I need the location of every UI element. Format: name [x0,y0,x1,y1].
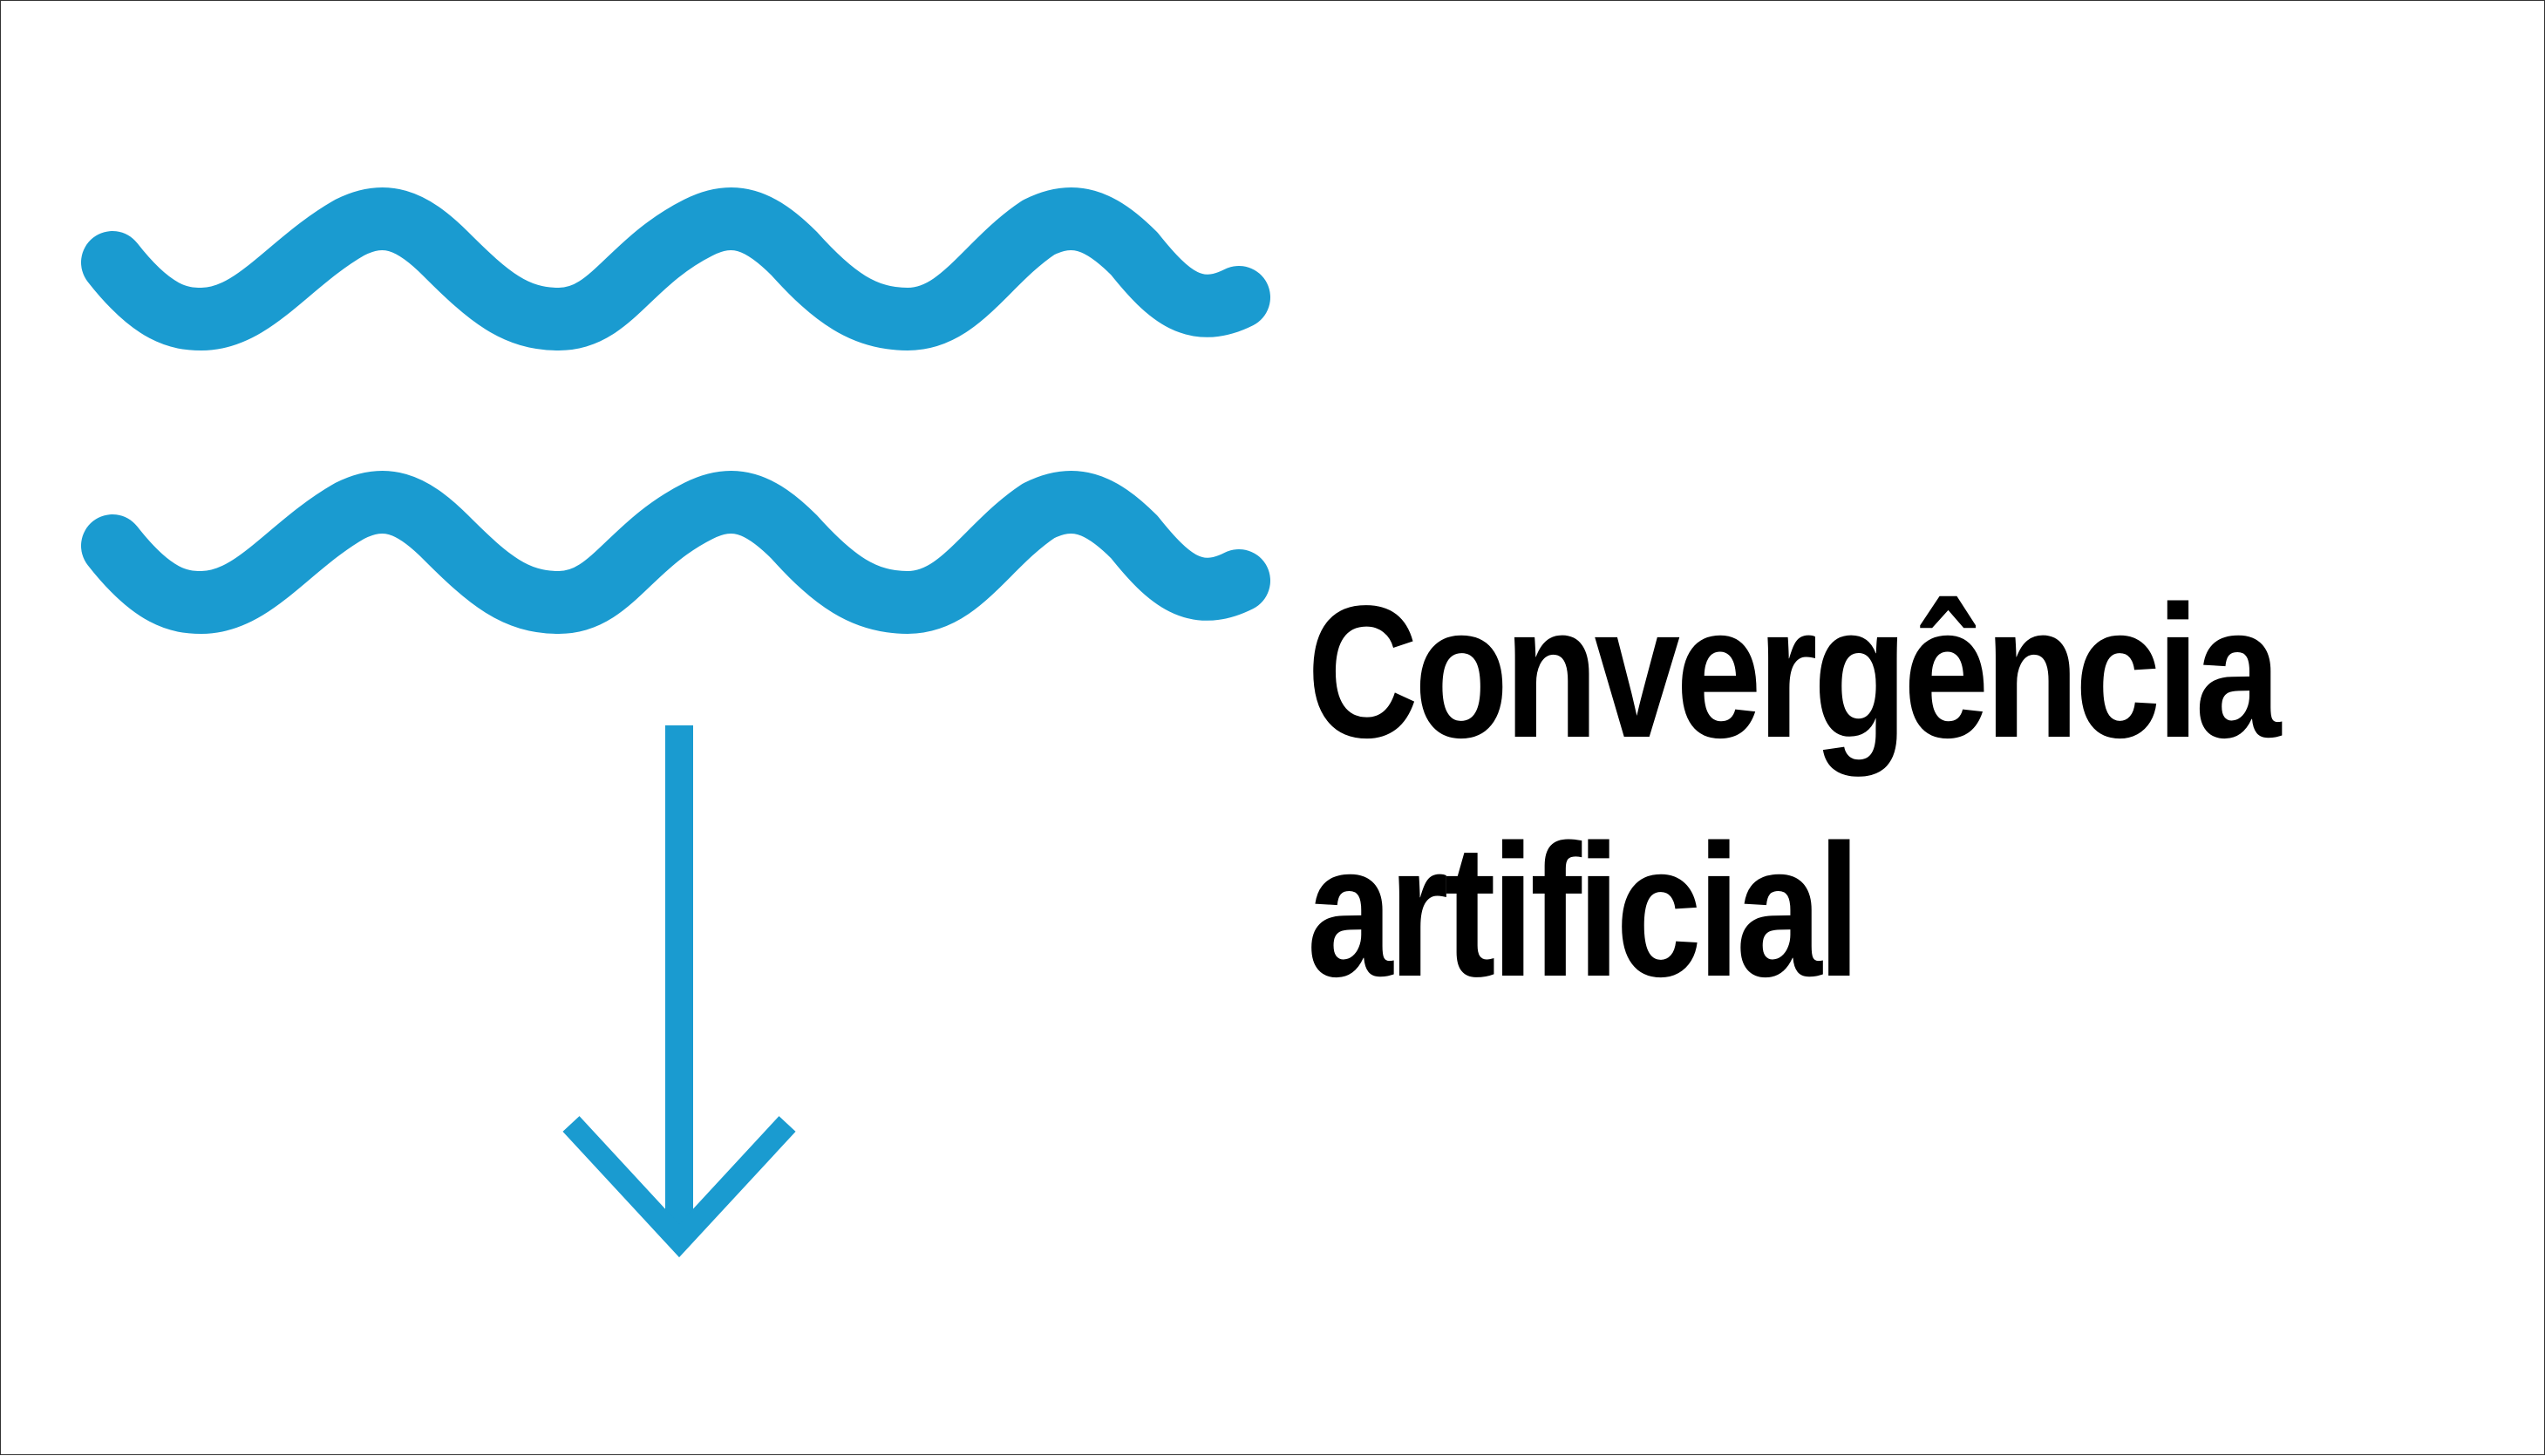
concept-label: Convergência artificial [1307,552,2281,1030]
arrow-down-icon [562,725,796,1258]
wave-bottom [81,471,1270,634]
wave-top [81,187,1270,350]
label-line-2: artificial [1307,805,1861,1016]
wave-lines-icon [81,187,1270,634]
label-line-1: Convergência [1307,566,2281,777]
arrow-head [562,1116,796,1258]
